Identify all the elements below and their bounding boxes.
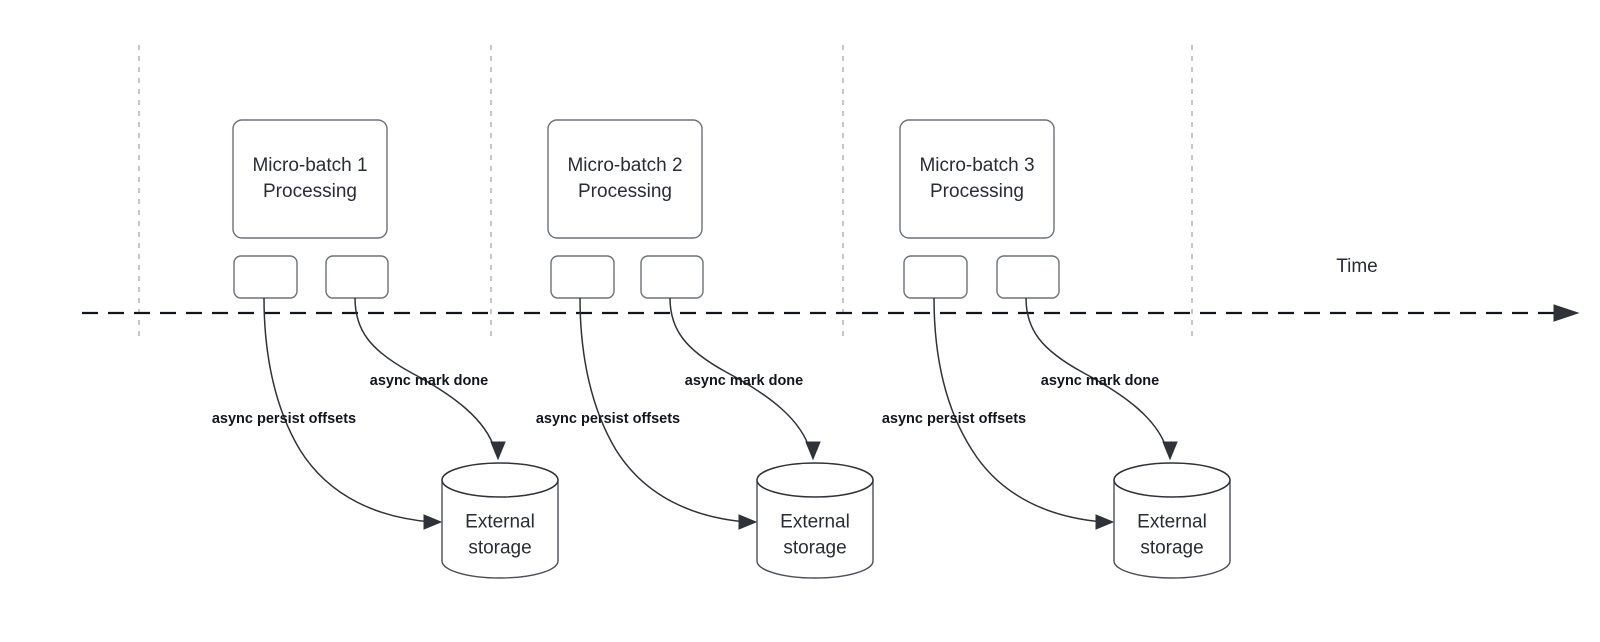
task-box-shape — [550, 255, 615, 299]
external-storage-line1: External — [1137, 512, 1207, 533]
flow-curve — [669, 297, 811, 451]
external-storage-line1: External — [465, 512, 535, 533]
async-mark-done-1: async mark done — [354, 297, 506, 461]
external-storage-line2: storage — [1140, 538, 1203, 559]
time-axis-label-group: Time — [1336, 256, 1378, 277]
flow-curve — [579, 297, 748, 523]
micro-batch-box-2[interactable]: Micro-batch 2 Processing — [547, 119, 703, 239]
flow-arrowhead — [490, 441, 506, 461]
async-persist-offsets-1: async persist offsets — [212, 297, 443, 530]
external-storage-3[interactable]: External storage — [1113, 462, 1231, 579]
flow-arrowhead — [423, 514, 443, 530]
flow-arrowhead — [1095, 514, 1115, 530]
cylinder-top — [441, 462, 559, 498]
async-persist-offsets-label: async persist offsets — [212, 411, 356, 427]
cylinder-body — [756, 479, 874, 579]
cylinder-body — [1113, 479, 1231, 579]
task-box-left-1[interactable] — [233, 255, 298, 299]
time-axis — [82, 304, 1580, 322]
task-box-left-2[interactable] — [550, 255, 615, 299]
task-box-shape — [233, 255, 298, 299]
micro-batch-box-shape — [547, 119, 703, 239]
micro-batch-box-shape — [232, 119, 388, 239]
cylinder-top — [756, 462, 874, 498]
task-box-shape — [325, 255, 389, 299]
external-storage-line2: storage — [783, 538, 846, 559]
micro-batch-box-line2: Processing — [930, 181, 1024, 202]
flow-curve — [263, 297, 433, 523]
time-axis-arrowhead — [1553, 304, 1580, 322]
micro-batch-box-3[interactable]: Micro-batch 3 Processing — [899, 119, 1055, 239]
micro-batch-box-shape — [899, 119, 1055, 239]
async-mark-done-label: async mark done — [1041, 373, 1159, 389]
task-box-shape — [996, 255, 1060, 299]
cylinder-top — [1113, 462, 1231, 498]
flow-arrowhead — [805, 441, 821, 461]
flow-arrowhead — [1162, 441, 1178, 461]
micro-batch-box-line2: Processing — [578, 181, 672, 202]
time-axis-label: Time — [1336, 256, 1378, 277]
async-persist-offsets-label: async persist offsets — [882, 411, 1026, 427]
flow-curve — [933, 297, 1105, 523]
async-persist-offsets-2: async persist offsets — [536, 297, 758, 530]
task-box-shape — [640, 255, 704, 299]
micro-batch-box-line1: Micro-batch 2 — [567, 155, 682, 176]
micro-batch-box-line2: Processing — [263, 181, 357, 202]
async-mark-done-3: async mark done — [1025, 297, 1178, 461]
cylinder-body — [441, 479, 559, 579]
task-box-right-2[interactable] — [640, 255, 704, 299]
task-box-right-3[interactable] — [996, 255, 1060, 299]
task-box-right-1[interactable] — [325, 255, 389, 299]
async-mark-done-label: async mark done — [370, 373, 488, 389]
task-box-left-3[interactable] — [903, 255, 968, 299]
task-box-shape — [903, 255, 968, 299]
micro-batch-box-line1: Micro-batch 3 — [919, 155, 1034, 176]
external-storage-line1: External — [780, 512, 850, 533]
flow-arrowhead — [738, 514, 758, 530]
async-persist-offsets-label: async persist offsets — [536, 411, 680, 427]
micro-batch-box-1[interactable]: Micro-batch 1 Processing — [232, 119, 388, 239]
external-storage-1[interactable]: External storage — [441, 462, 559, 579]
external-storage-line2: storage — [468, 538, 531, 559]
micro-batch-box-line1: Micro-batch 1 — [252, 155, 367, 176]
time-boundary-lines — [138, 45, 1193, 340]
async-mark-done-label: async mark done — [685, 373, 803, 389]
external-storage-2[interactable]: External storage — [756, 462, 874, 579]
async-mark-done-2: async mark done — [669, 297, 821, 461]
flow-curve — [1025, 297, 1168, 451]
async-persist-offsets-3: async persist offsets — [882, 297, 1115, 530]
flow-curve — [354, 297, 496, 451]
